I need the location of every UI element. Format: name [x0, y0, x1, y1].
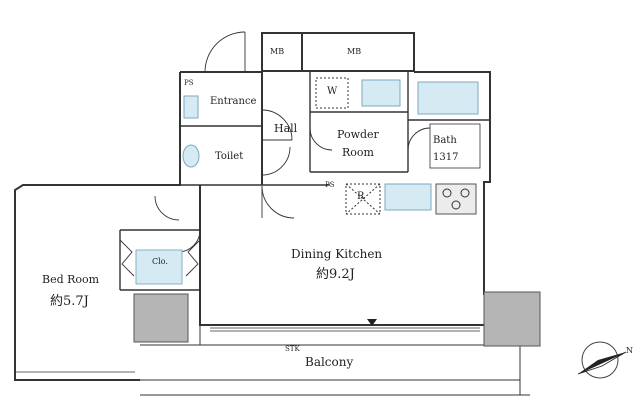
dining-kitchen-label: Dining Kitchen [291, 247, 383, 261]
bedroom-label: Bed Room [42, 273, 100, 286]
mb-label-1: MB [270, 47, 285, 56]
closet-doors [119, 239, 201, 285]
toilet-fixture [182, 144, 200, 168]
windows [15, 327, 480, 373]
washer-label: W [327, 86, 338, 97]
powder-sink [361, 79, 401, 107]
hall-label: Hall [274, 122, 298, 135]
bath-size-label: 1317 [433, 152, 459, 163]
compass-icon [577, 341, 627, 379]
compass-label: N [626, 346, 633, 355]
mb-block [261, 32, 415, 72]
ps-label-1: PS [184, 79, 194, 87]
refrigerator-space [345, 183, 381, 215]
dining-kitchen-size: 約9.2J [316, 267, 355, 282]
columns [133, 291, 541, 347]
bedroom-size: 約5.7J [50, 294, 89, 309]
column-right [483, 291, 541, 347]
entrance-label: Entrance [210, 96, 257, 107]
closet-label: Clo. [152, 257, 168, 266]
balcony-outline [140, 325, 530, 396]
powder-room-label-2: Room [342, 146, 374, 159]
balcony-label: Balcony [305, 355, 354, 369]
bathtub [417, 81, 479, 115]
kitchen-sink [384, 183, 432, 211]
ps-label-2: PS [325, 181, 335, 189]
refrigerator-label: R [357, 191, 365, 202]
column-left [133, 293, 189, 343]
marker-triangle [367, 319, 377, 326]
mb-label-2: MB [347, 47, 362, 56]
bath-label: Bath [433, 135, 457, 146]
powder-room-label-1: Powder [337, 128, 379, 141]
fixtures [182, 77, 481, 215]
toilet-label: Toilet [215, 151, 244, 162]
washer-space [315, 77, 349, 109]
doors [154, 31, 431, 253]
stk-label: STK [285, 345, 300, 353]
